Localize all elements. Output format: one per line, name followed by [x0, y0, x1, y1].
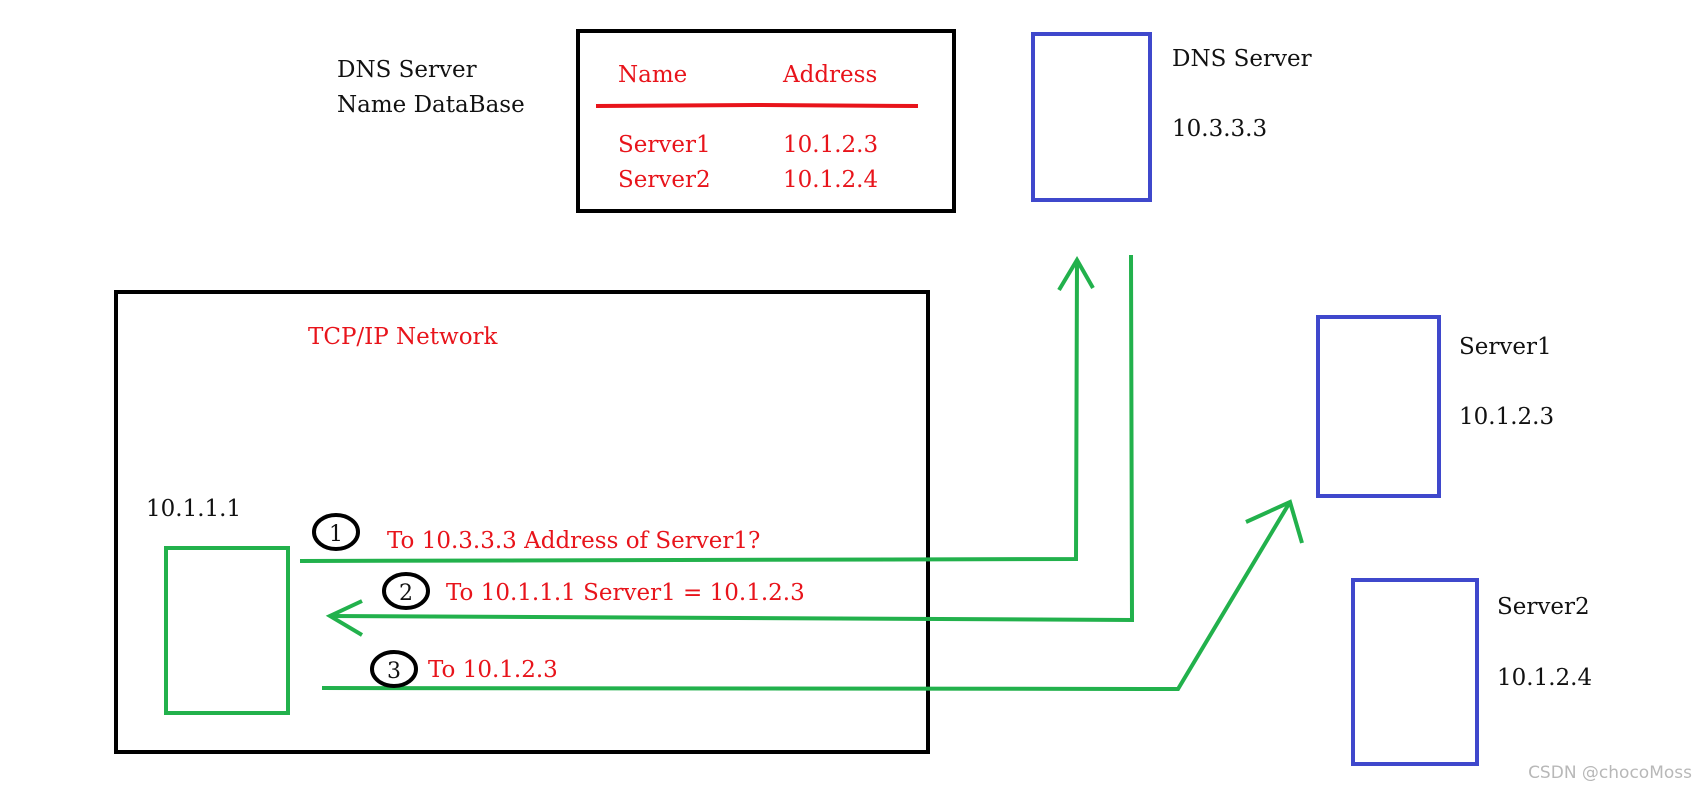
step3-arrow-head	[1245, 499, 1304, 544]
server1-ip: 10.1.2.3	[1459, 404, 1554, 430]
db-row1-name: Server1	[618, 132, 711, 158]
step3-flow: 3 To 10.1.2.3	[321, 499, 1304, 692]
db-label-line2: Name DataBase	[337, 92, 525, 118]
step1-circle	[312, 513, 360, 551]
network-title: TCP/IP Network	[308, 324, 499, 350]
dns-server-box	[1031, 32, 1152, 202]
step3-arrow-line	[321, 500, 1292, 692]
client-ip: 10.1.1.1	[146, 496, 241, 522]
server2-node: Server2 10.1.2.4	[1351, 578, 1592, 766]
dns-server-ip: 10.3.3.3	[1172, 116, 1267, 142]
step1-arrow-line	[299, 259, 1079, 563]
db-header-address: Address	[782, 62, 877, 88]
db-label-line1: DNS Server	[337, 57, 477, 83]
name-database-table: Name Address Server1 10.1.2.3 Server2 10…	[576, 29, 956, 213]
step2-arrow-head	[325, 599, 364, 637]
tcpip-network: TCP/IP Network 10.1.1.1	[114, 290, 930, 754]
step1-arrow-head	[1057, 256, 1095, 292]
step2-arrow-line	[329, 254, 1135, 623]
step1-flow: 1 To 10.3.3.3 Address of Server1?	[299, 256, 1095, 563]
db-table-border	[576, 29, 956, 213]
db-row2-name: Server2	[618, 167, 711, 193]
dns-server-node: DNS Server 10.3.3.3	[1031, 32, 1312, 202]
server2-box	[1351, 578, 1479, 766]
db-header-underline	[595, 102, 919, 108]
step3-circle	[370, 650, 418, 688]
step2-number: 2	[399, 581, 413, 606]
dns-server-name: DNS Server	[1172, 46, 1312, 72]
step2-circle	[382, 572, 430, 610]
step1-text: To 10.3.3.3 Address of Server1?	[387, 528, 760, 554]
watermark: CSDN @chocoMoss	[1528, 763, 1692, 783]
step3-number: 3	[387, 659, 401, 684]
step2-text: To 10.1.1.1 Server1 = 10.1.2.3	[446, 580, 805, 606]
server2-ip: 10.1.2.4	[1497, 665, 1592, 691]
step1-number: 1	[329, 522, 343, 547]
server1-name: Server1	[1459, 334, 1552, 360]
server2-name: Server2	[1497, 594, 1590, 620]
db-row1-address: 10.1.2.3	[783, 132, 878, 158]
step3-text: To 10.1.2.3	[428, 657, 558, 683]
db-header-name: Name	[618, 62, 687, 88]
server1-box	[1316, 315, 1441, 498]
client-box	[164, 546, 290, 715]
step2-flow: 2 To 10.1.1.1 Server1 = 10.1.2.3	[325, 254, 1135, 637]
network-border	[114, 290, 930, 754]
server1-node: Server1 10.1.2.3	[1316, 315, 1554, 498]
db-row2-address: 10.1.2.4	[783, 167, 878, 193]
